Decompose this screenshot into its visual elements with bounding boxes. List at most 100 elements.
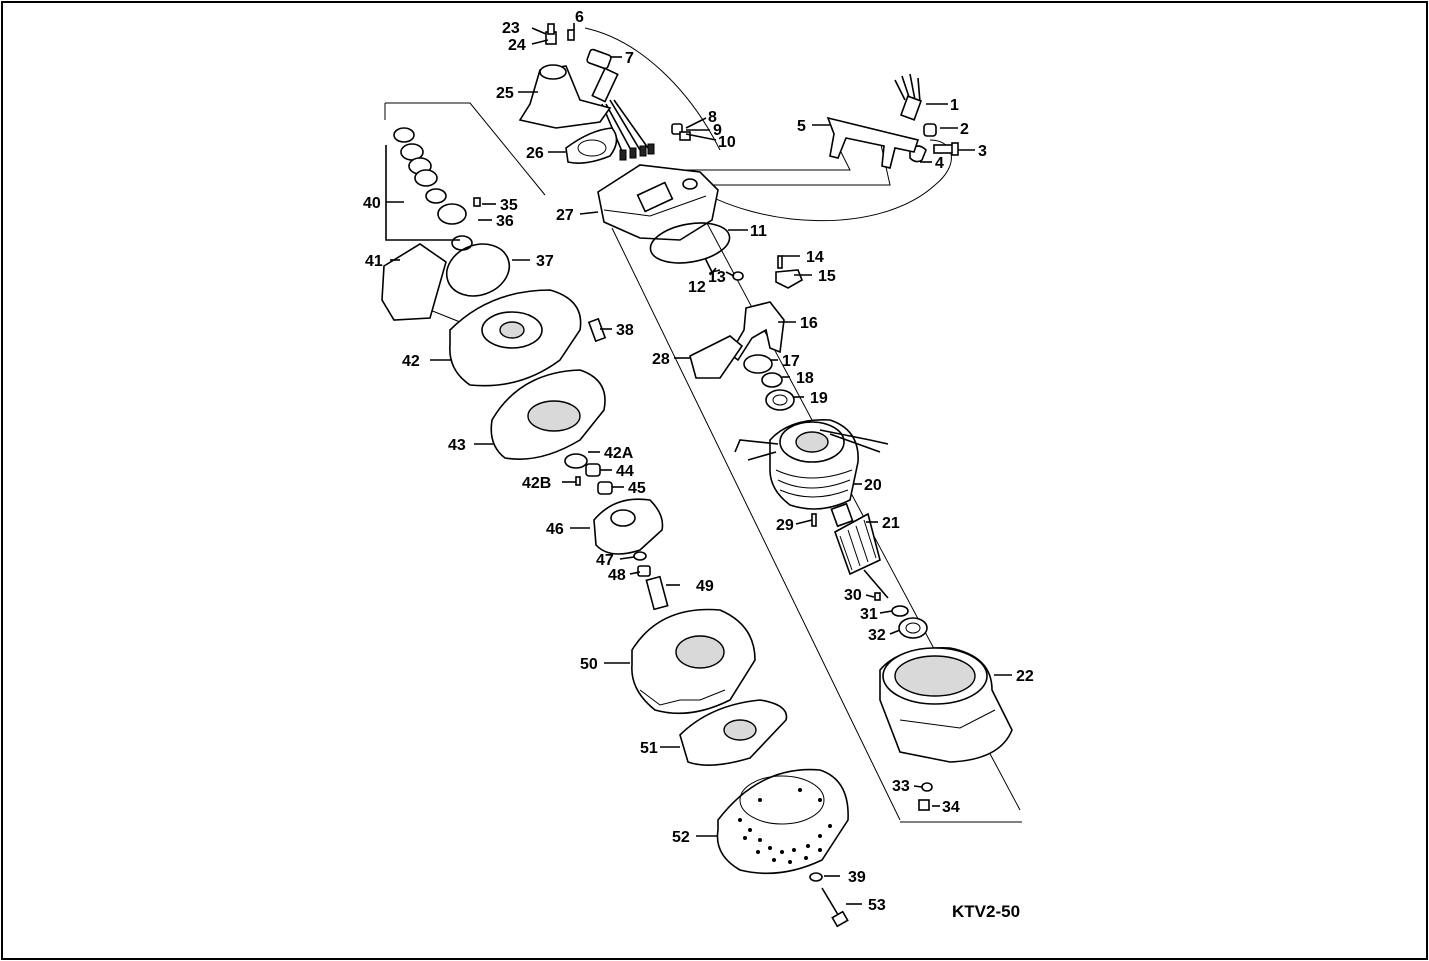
callout-43: 43 xyxy=(448,437,466,454)
callout-39: 39 xyxy=(848,869,866,886)
part-37-o-ring xyxy=(445,243,511,297)
callout-53: 53 xyxy=(868,897,886,914)
callout-12: 12 xyxy=(688,279,706,296)
part-28-brush-holder xyxy=(689,335,744,379)
callout-49: 49 xyxy=(696,578,714,595)
part-27-terminal-housing xyxy=(597,164,719,241)
part-38-screw xyxy=(587,317,607,343)
part-25-cable-cover xyxy=(518,64,612,129)
callout-24: 24 xyxy=(508,37,526,54)
part-34-screw xyxy=(918,799,930,811)
callout-32: 32 xyxy=(868,627,886,644)
callout-44: 44 xyxy=(616,463,634,480)
part-33-washer xyxy=(921,782,933,792)
part-7-cable-gland xyxy=(586,48,655,161)
callout-38: 38 xyxy=(616,322,634,339)
part-42-bearing-plate xyxy=(449,289,582,387)
callout-34: 34 xyxy=(942,799,960,816)
part-49-coupling xyxy=(645,575,669,611)
callout-11: 11 xyxy=(750,223,767,240)
callout-17: 17 xyxy=(782,353,800,370)
callout-52: 52 xyxy=(672,829,690,846)
part-43-mounting-plate xyxy=(490,369,606,460)
callout-13: 13 xyxy=(708,269,726,286)
part-47-washer xyxy=(633,551,647,561)
callout-18: 18 xyxy=(796,370,814,387)
callout-9: 9 xyxy=(713,122,722,139)
part-1-cable xyxy=(894,73,923,121)
callout-50: 50 xyxy=(580,656,598,673)
callout-7: 7 xyxy=(625,50,634,67)
part-22-motor-housing xyxy=(879,647,1013,763)
part-53-bolt xyxy=(821,887,849,928)
callout-22: 22 xyxy=(1016,668,1034,685)
leader-lines xyxy=(385,23,1012,905)
part-39-washer xyxy=(809,872,823,882)
part-23-24-bolt xyxy=(545,23,557,45)
part-26-gasket xyxy=(565,127,618,164)
callout-1: 1 xyxy=(950,97,959,114)
part-41-seal-block xyxy=(381,243,447,321)
callout-29: 29 xyxy=(776,517,794,534)
part-29-key xyxy=(811,513,817,527)
part-14-15-clip xyxy=(775,255,804,289)
callout-10: 10 xyxy=(718,134,736,151)
callout-40: 40 xyxy=(363,195,381,212)
part-20-stator xyxy=(734,419,889,510)
callout-25: 25 xyxy=(496,85,514,102)
part-42A-seal xyxy=(564,453,588,469)
callout-33: 33 xyxy=(892,778,910,795)
part-46-impeller xyxy=(593,498,664,555)
part-42B-pin xyxy=(575,476,581,486)
part-51-wear-plate xyxy=(679,699,788,766)
part-50-pump-housing xyxy=(631,608,756,715)
part-32-bearing xyxy=(898,617,928,639)
callout-28: 28 xyxy=(652,351,670,368)
callout-8: 8 xyxy=(708,109,717,126)
drawing-code: KTV2-50 xyxy=(952,902,1020,921)
part-17-ring xyxy=(743,354,773,374)
callout-35: 35 xyxy=(500,197,518,214)
part-48-nut xyxy=(637,565,651,577)
callout-5: 5 xyxy=(797,118,806,135)
callout-48: 48 xyxy=(608,567,626,584)
callout-20: 20 xyxy=(864,477,882,494)
callout-36: 36 xyxy=(496,213,514,230)
callout-31: 31 xyxy=(860,606,878,623)
part-21-rotor xyxy=(830,502,889,599)
part-40-shaft-seal xyxy=(393,127,473,251)
callout-46: 46 xyxy=(546,521,564,538)
callout-14: 14 xyxy=(806,249,824,266)
part-drawings xyxy=(381,23,1013,928)
callout-3: 3 xyxy=(978,143,987,160)
callout-42A: 42A xyxy=(604,445,634,462)
callout-4: 4 xyxy=(935,155,944,172)
callout-21: 21 xyxy=(882,515,900,532)
callout-2: 2 xyxy=(960,121,969,138)
part-31-washer xyxy=(891,605,909,617)
callout-41: 41 xyxy=(365,253,383,270)
callout-37: 37 xyxy=(536,253,554,270)
callout-16: 16 xyxy=(800,315,818,332)
part-6-screw xyxy=(567,29,575,41)
part-8-10-screws xyxy=(671,123,691,141)
part-19-bearing xyxy=(765,389,795,411)
callout-45: 45 xyxy=(628,480,646,497)
callout-19: 19 xyxy=(810,390,828,407)
callout-47: 47 xyxy=(596,552,614,569)
callout-51: 51 xyxy=(640,740,658,757)
part-52-strainer xyxy=(716,768,849,875)
part-18-clip xyxy=(761,372,783,388)
part-3-screw xyxy=(933,142,959,156)
part-35-screw xyxy=(473,197,481,207)
callout-42B: 42B xyxy=(522,475,551,492)
part-30-key xyxy=(874,592,881,601)
part-45-nut xyxy=(597,481,613,495)
callout-23: 23 xyxy=(502,20,520,37)
callout-27: 27 xyxy=(556,207,574,224)
callout-30: 30 xyxy=(844,587,862,604)
part-44-nut xyxy=(585,463,601,477)
part-2-grommet xyxy=(923,123,937,137)
